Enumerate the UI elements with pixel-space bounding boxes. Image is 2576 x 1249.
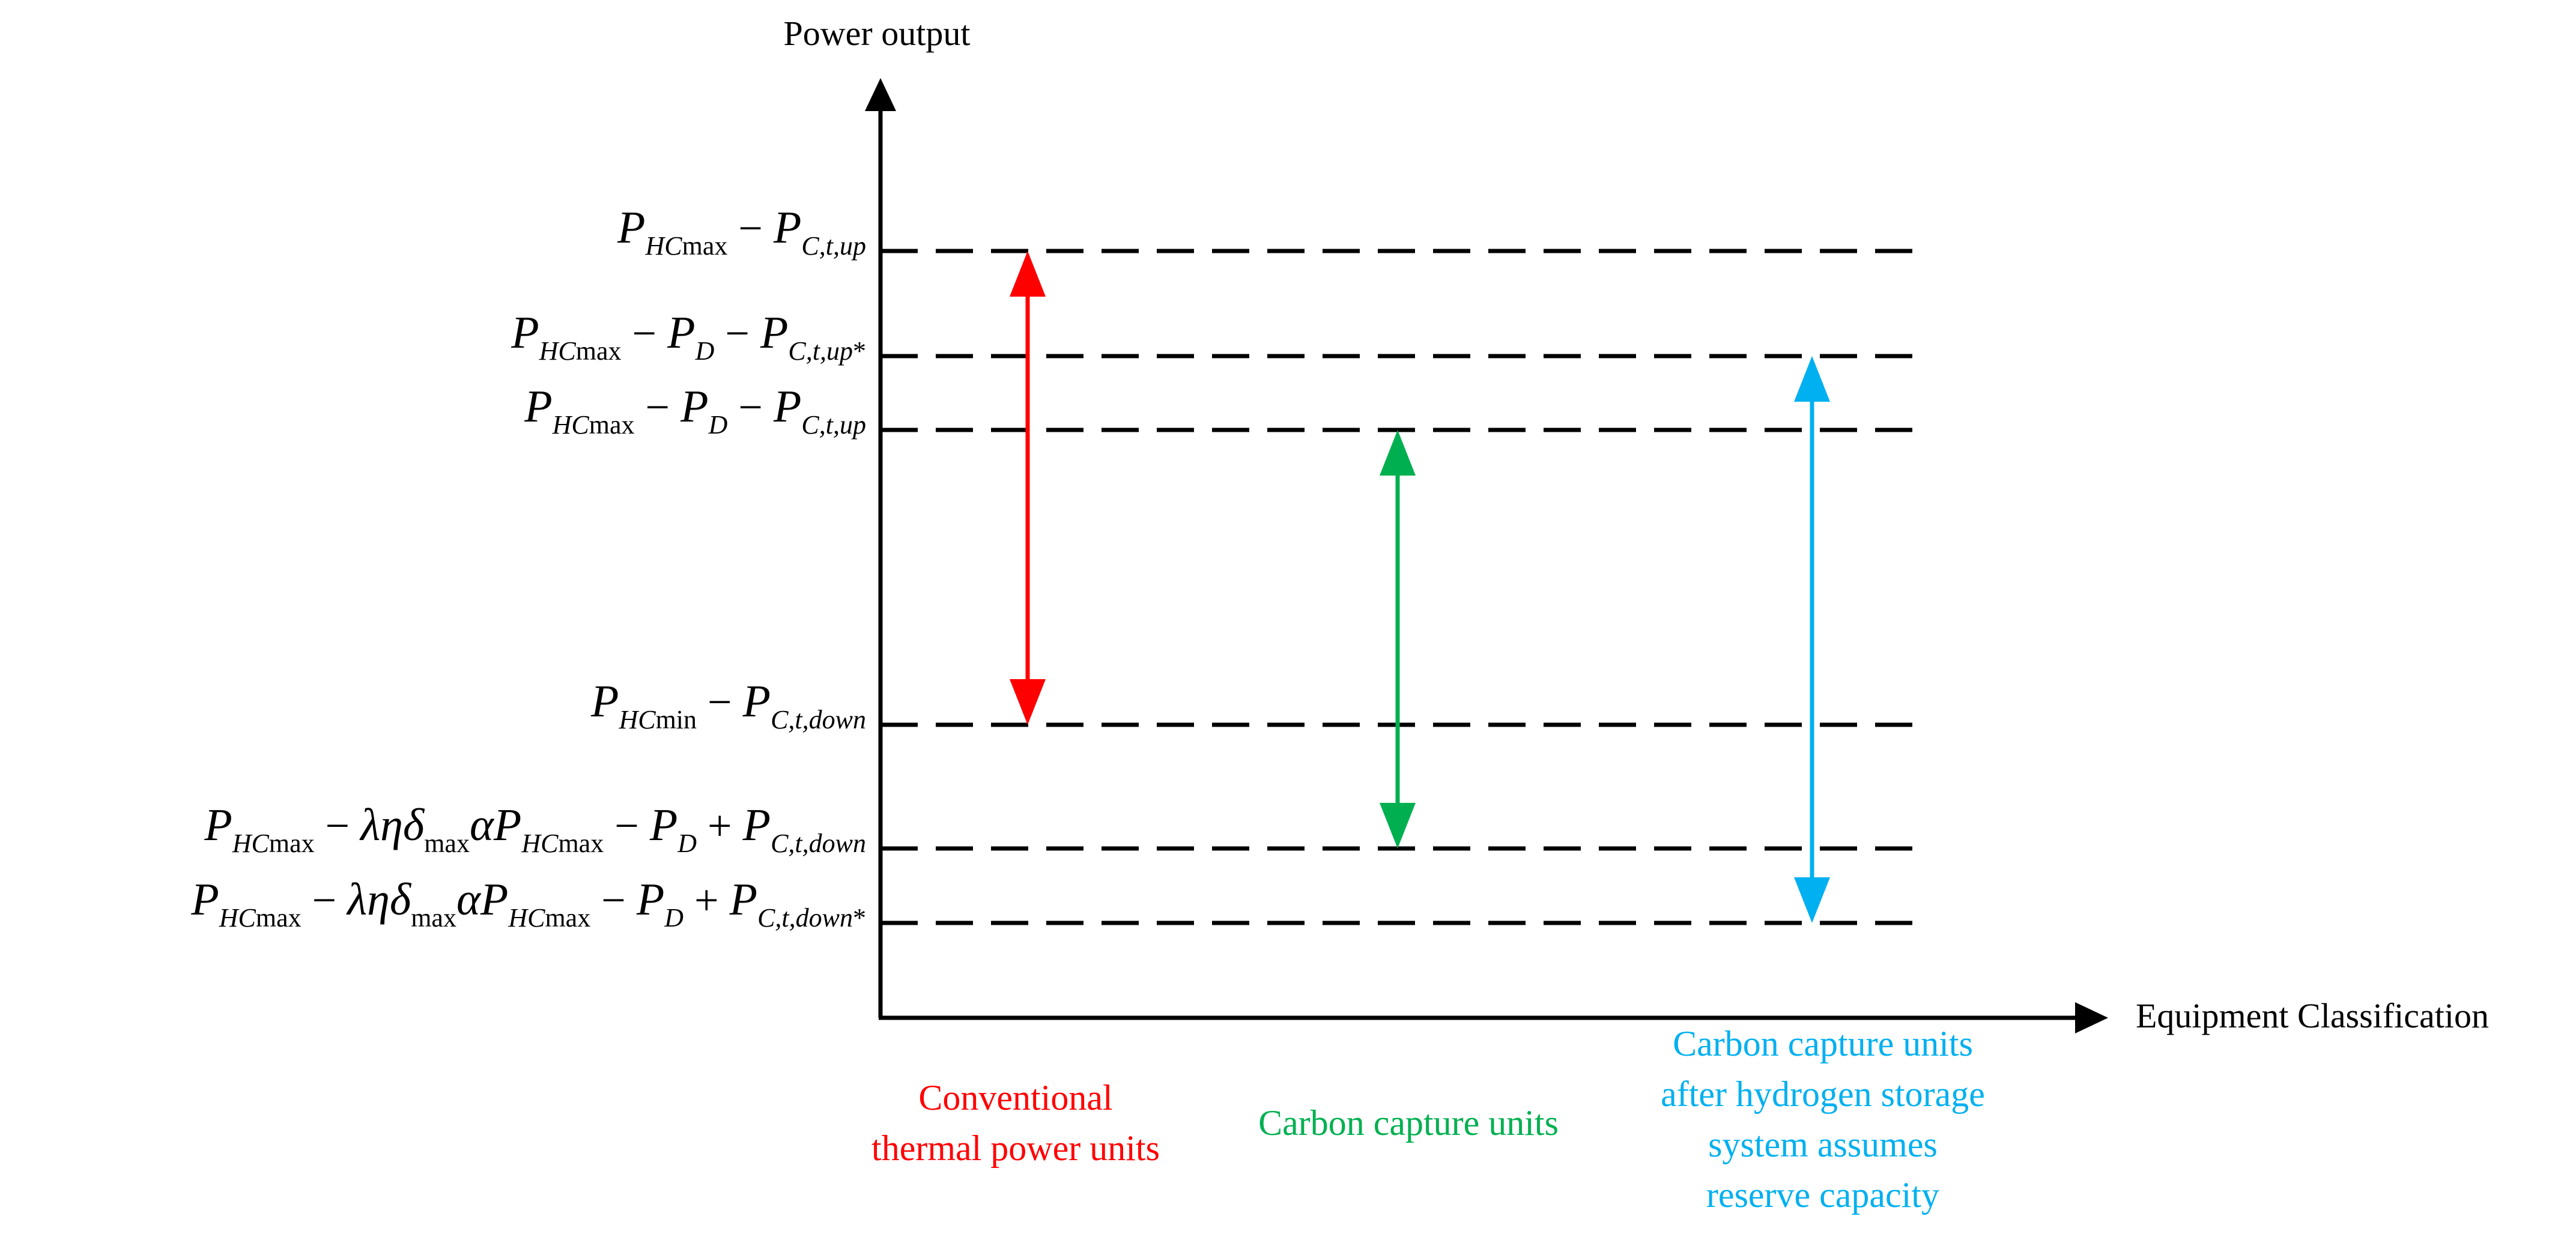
label-part: P	[480, 874, 508, 925]
caption-carbon-capture-line-1: Carbon capture units	[1258, 1103, 1559, 1143]
caption-conventional-line-2: thermal power units	[871, 1128, 1160, 1168]
label-part: max	[256, 903, 302, 933]
label-part: P	[511, 307, 539, 358]
label-part: max	[576, 336, 622, 366]
label-part: max	[589, 410, 635, 440]
label-part: P	[204, 800, 232, 850]
label-part: δ	[403, 800, 425, 850]
label-part: α	[456, 874, 482, 925]
label-part: P	[742, 800, 771, 850]
caption-conventional-line-1: Conventional	[918, 1078, 1112, 1117]
range-arrow-bottom-head-carbon-capture	[1380, 803, 1416, 848]
label-part: −	[604, 802, 650, 850]
range-captions: Conventional thermal power units Carbon ca…	[871, 1024, 1985, 1215]
label-part: max	[411, 903, 456, 933]
label-part: max	[424, 829, 470, 858]
label-part: −	[714, 309, 760, 357]
label-part: HC	[232, 829, 270, 858]
label-part: HC	[508, 903, 545, 933]
label-part: D	[677, 829, 697, 858]
x-axis-arrowhead	[2075, 1002, 2108, 1033]
label-part: HC	[644, 231, 682, 261]
label-part: HC	[219, 903, 256, 933]
range-arrows	[1010, 251, 1830, 923]
label-part: P	[680, 381, 708, 432]
label-part: max	[545, 903, 590, 933]
label-part: C,t,down	[771, 829, 866, 858]
label-part: P	[649, 800, 677, 850]
label-part: P	[742, 676, 771, 727]
label-part: −	[315, 802, 361, 850]
label-part: max	[682, 231, 728, 261]
label-part: C,t,down	[757, 903, 853, 933]
label-part: +	[683, 876, 730, 924]
label-part: HC	[552, 410, 590, 440]
label-part: −	[697, 678, 743, 726]
label-part: max	[558, 829, 604, 858]
range-arrow-bottom-head-carbon-capture-hydrogen	[1794, 877, 1830, 923]
label-part: *	[853, 336, 866, 366]
label-part: P	[524, 381, 552, 432]
label-part: D	[664, 903, 683, 933]
label-part: −	[727, 204, 774, 252]
label-part: −	[590, 876, 637, 924]
label-part: P	[190, 874, 219, 925]
label-part: P	[617, 202, 645, 253]
caption-carbon-capture-hydrogen-line-4: reserve capacity	[1706, 1175, 1939, 1215]
label-part: P	[636, 874, 664, 925]
level-label-3: PHCmax − PD − PC,t,up	[524, 381, 866, 440]
y-axis-arrowhead	[865, 78, 896, 111]
label-part: C,t,up	[801, 410, 866, 440]
label-part: −	[302, 876, 348, 924]
x-axis-label: Equipment Classification	[2136, 996, 2489, 1035]
label-part: HC	[521, 829, 559, 858]
label-part: λη	[346, 874, 390, 925]
label-part: D	[708, 410, 728, 440]
level-label-4: PHCmin − PC,t,down	[590, 676, 866, 734]
level-label-6: PHCmax − ληδmaxαPHCmax − PD + PC,t,down*	[190, 874, 866, 933]
label-part: HC	[539, 336, 577, 366]
range-arrow-top-head-conventional	[1010, 251, 1046, 297]
label-part: C,t,up	[801, 231, 866, 261]
label-part: D	[695, 336, 715, 366]
level-lines	[880, 249, 1919, 925]
label-part: max	[269, 829, 315, 858]
caption-carbon-capture-hydrogen-line-2: after hydrogen storage	[1661, 1074, 1985, 1114]
label-part: P	[493, 800, 521, 850]
label-part: −	[622, 309, 668, 357]
label-part: HC	[618, 705, 656, 734]
label-part: P	[760, 307, 788, 358]
label-part: C,t,down	[771, 705, 866, 734]
label-part: P	[773, 381, 801, 432]
label-part: C,t,up	[788, 336, 853, 366]
label-part: P	[590, 676, 619, 727]
label-part: −	[727, 383, 774, 431]
level-label-5: PHCmax − ληδmaxαPHCmax − PD + PC,t,down	[204, 800, 866, 858]
range-arrow-top-head-carbon-capture	[1380, 430, 1416, 476]
caption-carbon-capture-hydrogen-line-3: system assumes	[1708, 1125, 1938, 1164]
label-part: P	[667, 307, 695, 358]
label-part: +	[697, 802, 743, 850]
label-part: P	[773, 202, 801, 253]
label-part: δ	[390, 874, 412, 925]
range-arrow-top-head-carbon-capture-hydrogen	[1794, 356, 1830, 402]
label-part: λη	[359, 800, 403, 850]
label-part: *	[853, 903, 866, 933]
y-axis-label: Power output	[784, 14, 971, 53]
label-part: P	[729, 874, 757, 925]
caption-carbon-capture-hydrogen-line-1: Carbon capture units	[1673, 1024, 1973, 1063]
label-part: −	[635, 383, 681, 431]
label-part: min	[656, 705, 697, 734]
level-label-2: PHCmax − PD − PC,t,up*	[511, 307, 866, 366]
level-label-1: PHCmax − PC,t,up	[617, 202, 866, 261]
label-part: α	[470, 800, 495, 850]
range-arrow-bottom-head-conventional	[1010, 679, 1046, 725]
